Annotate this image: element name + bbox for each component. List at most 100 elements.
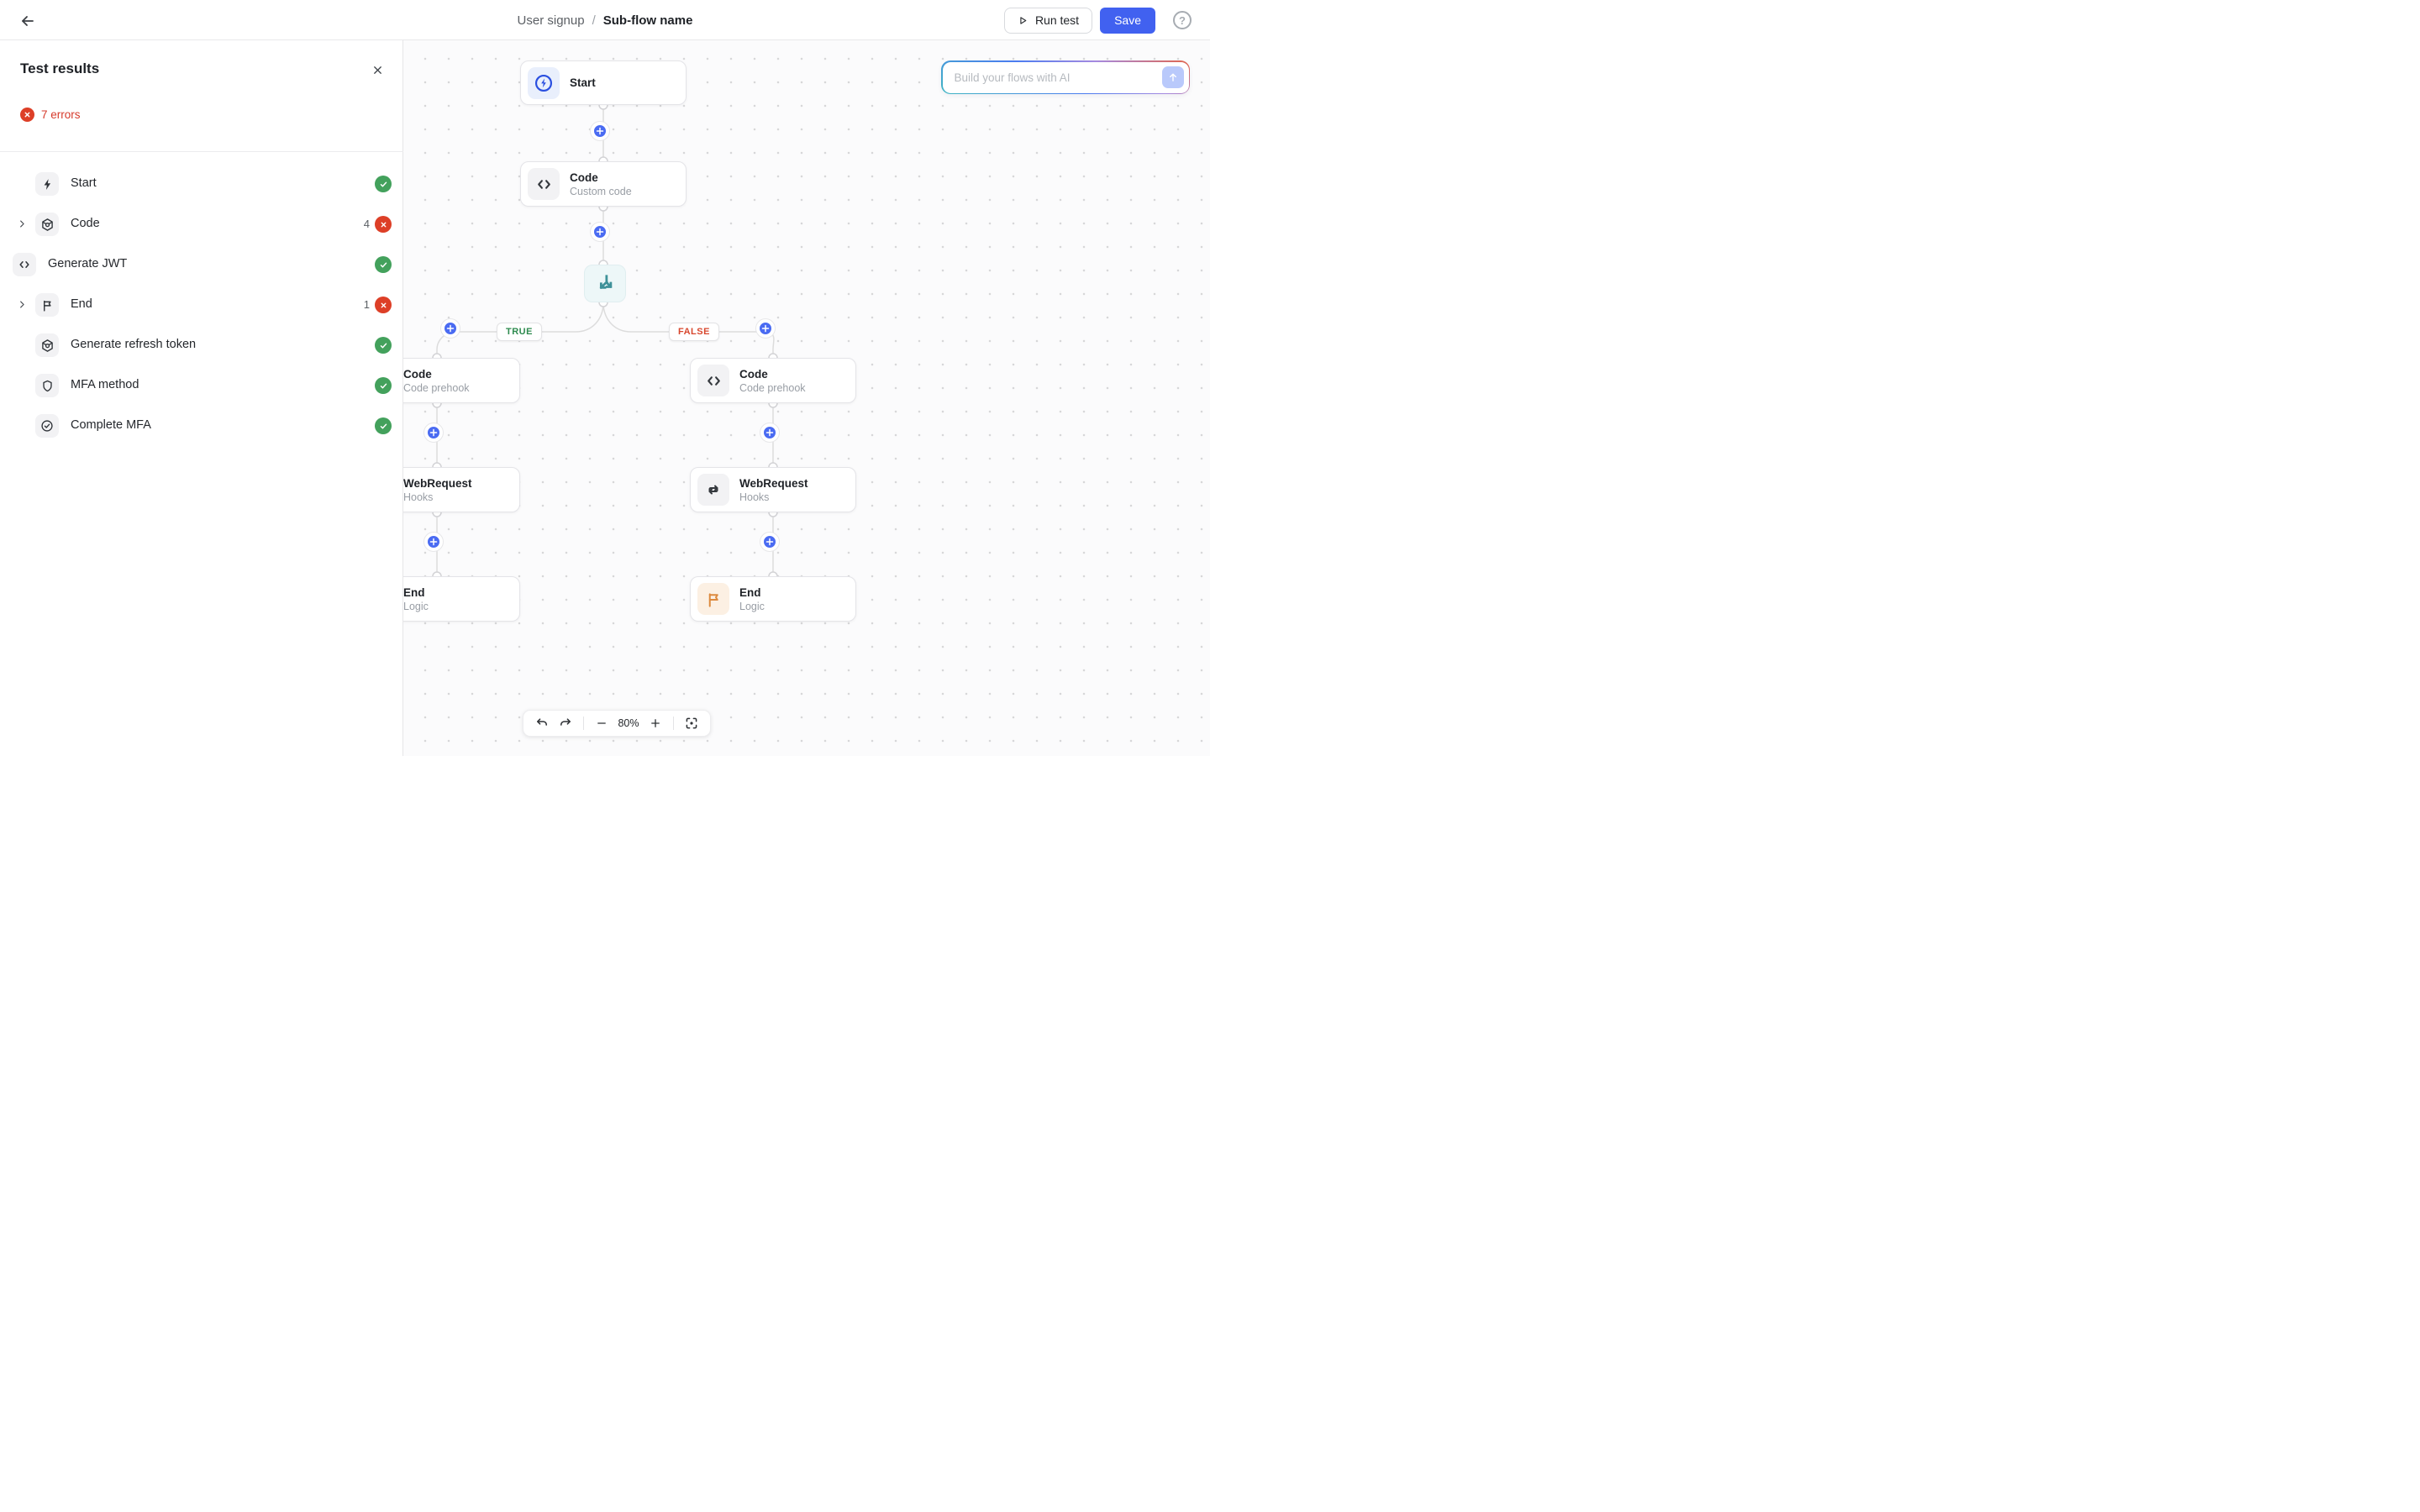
node-title: Code	[403, 367, 432, 381]
canvas-view-toolbar: 80%	[523, 710, 711, 737]
ai-send-button[interactable]	[1161, 66, 1184, 88]
divider	[583, 717, 584, 730]
success-check-icon	[375, 377, 392, 394]
package-icon	[35, 213, 59, 236]
row-label: Complete MFA	[71, 418, 151, 432]
test-result-row-complete-mfa[interactable]: Complete MFA	[0, 406, 403, 446]
zoom-level: 80%	[618, 717, 639, 729]
package-icon	[35, 333, 59, 357]
add-node-button[interactable]	[441, 319, 460, 338]
breadcrumb: User signup / Sub-flow name	[0, 0, 1210, 40]
row-label: MFA method	[71, 378, 139, 391]
false-label: FALSE	[678, 327, 710, 337]
run-test-button[interactable]: Run test	[1003, 7, 1093, 34]
test-result-row-generate-jwt[interactable]: Generate JWT	[0, 244, 403, 285]
node-subtitle: Hooks	[739, 491, 770, 503]
add-node-button[interactable]	[756, 319, 775, 338]
add-node-button[interactable]	[760, 423, 779, 442]
test-result-row-end[interactable]: End 1	[0, 285, 403, 325]
node-code-prehook-false[interactable]: Code Code prehook	[690, 358, 856, 403]
flow-canvas[interactable]: Start Code Custom code TRUE FALSE Code C…	[403, 40, 1210, 756]
check-circle-icon	[35, 414, 59, 438]
chevron-right-icon[interactable]	[18, 219, 27, 228]
help-button[interactable]	[1173, 11, 1192, 29]
ai-prompt-box	[941, 60, 1190, 94]
node-subtitle: Custom code	[570, 185, 632, 197]
code-icon	[697, 365, 729, 396]
flag-icon	[697, 583, 729, 615]
node-title: End	[739, 585, 761, 599]
row-label: Generate refresh token	[71, 338, 197, 351]
redo-button[interactable]	[555, 713, 576, 733]
shield-icon	[35, 374, 59, 397]
branch-label-true: TRUE	[497, 323, 542, 341]
branch-label-false: FALSE	[669, 323, 719, 341]
undo-icon	[535, 717, 549, 730]
node-subtitle: Logic	[403, 600, 429, 612]
add-node-button[interactable]	[760, 533, 779, 551]
test-result-row-mfa-method[interactable]: MFA method	[0, 365, 403, 406]
divider	[673, 717, 674, 730]
repeat-icon	[697, 474, 729, 506]
save-button[interactable]: Save	[1100, 7, 1155, 34]
divider	[0, 151, 403, 152]
panel-title: Test results	[20, 60, 100, 76]
node-start[interactable]: Start	[520, 60, 687, 105]
test-result-row-generate-refresh-token[interactable]: Generate refresh token	[0, 325, 403, 365]
arrow-up-icon	[1167, 71, 1179, 83]
node-title: WebRequest	[739, 476, 808, 490]
flag-icon	[35, 293, 59, 317]
true-label: TRUE	[506, 327, 533, 337]
node-title: Code	[739, 367, 768, 381]
node-webrequest-true[interactable]: WebRequest Hooks	[403, 467, 520, 512]
breadcrumb-parent[interactable]: User signup	[517, 13, 585, 28]
error-count: 4	[363, 218, 370, 230]
success-check-icon	[375, 256, 392, 273]
error-summary: 7 errors	[20, 108, 81, 122]
node-subtitle: Hooks	[403, 491, 434, 503]
add-node-button[interactable]	[424, 533, 443, 551]
fit-view-button[interactable]	[681, 713, 702, 733]
close-icon[interactable]	[369, 61, 386, 78]
start-bolt-icon	[528, 66, 560, 99]
arrow-left-icon	[19, 13, 36, 29]
node-end-false[interactable]: End Logic	[690, 576, 856, 622]
node-condition[interactable]	[584, 265, 626, 302]
zoom-in-button[interactable]	[645, 713, 666, 733]
fit-view-icon	[685, 717, 698, 730]
test-result-row-start[interactable]: Start	[0, 164, 403, 204]
topbar-actions: Run test Save	[1003, 0, 1192, 40]
test-results-panel: Test results 7 errors Start Code 4	[0, 40, 403, 756]
node-code-prehook-true[interactable]: Code Code prehook	[403, 358, 520, 403]
minus-icon	[596, 717, 608, 729]
node-code-custom[interactable]: Code Custom code	[520, 161, 687, 207]
add-node-button[interactable]	[591, 122, 609, 140]
success-check-icon	[375, 417, 392, 434]
node-end-true[interactable]: End Logic	[403, 576, 520, 622]
code-icon	[13, 253, 36, 276]
row-label: Generate JWT	[48, 257, 128, 270]
node-title: End	[403, 585, 425, 599]
error-x-icon	[375, 216, 392, 233]
node-webrequest-false[interactable]: WebRequest Hooks	[690, 467, 856, 512]
success-check-icon	[375, 337, 392, 354]
undo-button[interactable]	[532, 713, 552, 733]
error-x-icon	[375, 297, 392, 313]
row-label: End	[71, 297, 92, 311]
error-badge-icon	[20, 108, 34, 122]
page-title: Sub-flow name	[602, 13, 693, 28]
redo-icon	[559, 717, 572, 730]
ai-prompt-input[interactable]	[954, 71, 1162, 84]
chevron-right-icon[interactable]	[18, 300, 27, 309]
zoom-out-button[interactable]	[592, 713, 612, 733]
add-node-button[interactable]	[424, 423, 443, 442]
back-button[interactable]	[17, 10, 39, 32]
add-node-button[interactable]	[591, 223, 609, 241]
code-icon	[528, 168, 560, 200]
error-count: 1	[363, 298, 370, 311]
run-test-label: Run test	[1034, 13, 1080, 27]
top-bar: User signup / Sub-flow name Run test Sav…	[0, 0, 1210, 40]
node-subtitle: Logic	[739, 600, 765, 612]
success-check-icon	[375, 176, 392, 192]
test-result-row-code[interactable]: Code 4	[0, 204, 403, 244]
